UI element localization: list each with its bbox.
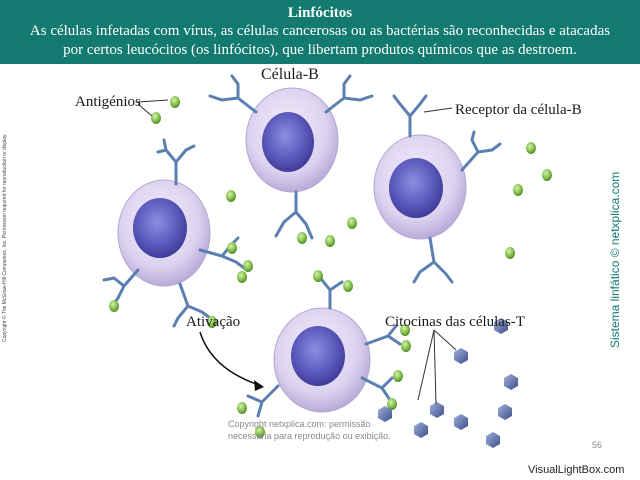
label-b-cell: Célula-B — [261, 66, 319, 83]
b-cell-activated — [237, 270, 411, 438]
header-text-line-1: As células infetadas com vírus, as célul… — [29, 23, 611, 39]
b-cell-receptor — [102, 138, 246, 328]
side-site-credit: Sistema linfático © netxplica.com — [608, 171, 622, 348]
label-antigens: Antigénios — [75, 94, 141, 110]
side-copyright: Copyright © The McGraw-Hill Companies, I… — [2, 133, 8, 342]
b-cell-left — [102, 138, 246, 328]
page-number: 56 — [592, 440, 603, 450]
nucleus — [262, 112, 314, 172]
watermark: Copyright netxplica.com: permissão neces… — [228, 418, 428, 442]
b-cell-top — [208, 74, 374, 240]
activation-arrow — [199, 331, 264, 391]
footer-brand: VisualLightBox.com — [528, 464, 625, 476]
nucleus — [133, 198, 187, 258]
watermark-line-1: Copyright netxplica.com: permissão — [228, 419, 371, 429]
nucleus — [389, 158, 443, 218]
b-cell-receptor — [392, 94, 502, 284]
b-cell-receptor — [208, 74, 374, 240]
slide-title: Linfócitos — [287, 5, 353, 21]
header-text-line-2: por certos leucócitos (os linfócitos), q… — [63, 42, 577, 58]
bound-antigens — [237, 270, 411, 438]
label-activation: Ativação — [186, 314, 241, 330]
b-cell-receptor — [246, 278, 402, 418]
leader-lines — [137, 99, 457, 405]
t-cell-cytokines — [378, 318, 518, 448]
label-t-cell-cytokines: Citocinas das células-T — [385, 314, 525, 330]
free-antigens — [109, 96, 552, 328]
label-b-cell-receptor: Receptor da célula-B — [455, 102, 582, 118]
slide-header: Linfócitos As células infetadas com víru… — [0, 0, 640, 64]
watermark-line-2: necessária para reprodução ou exibição. — [228, 431, 391, 441]
nucleus — [291, 326, 345, 386]
b-cell-right — [373, 94, 502, 284]
